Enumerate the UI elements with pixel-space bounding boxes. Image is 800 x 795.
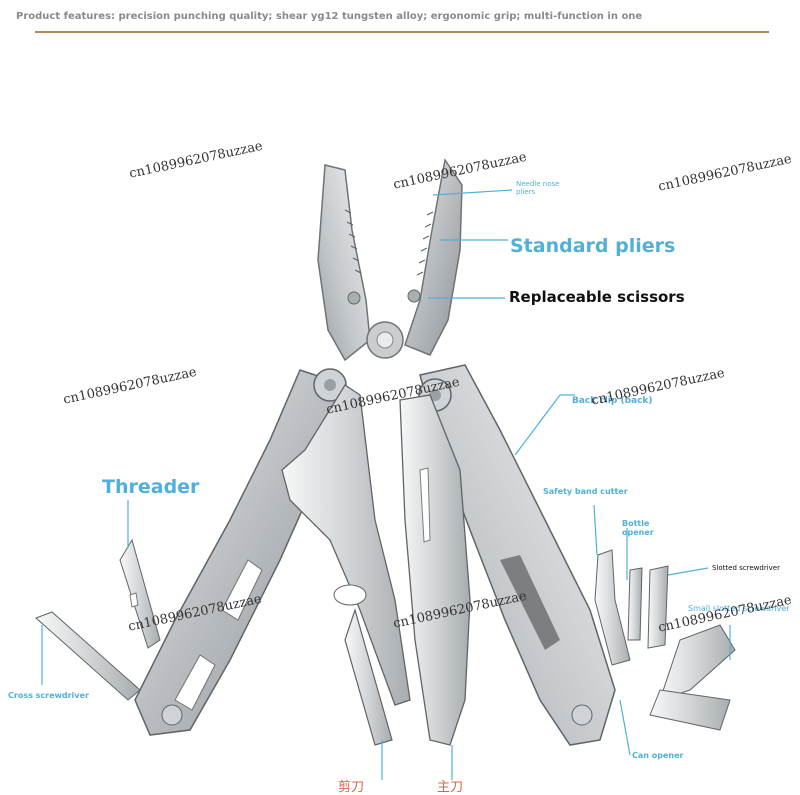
side-tools-right	[594, 549, 736, 731]
label-small-slotted-screwdriver: Small slotted screwdriver	[688, 604, 790, 613]
left-handle	[134, 368, 347, 736]
label-threader: Threader	[102, 476, 200, 498]
right-jaw	[404, 158, 463, 356]
left-jaw	[317, 164, 371, 362]
label-standard-pliers: Standard pliers	[510, 235, 676, 257]
label-can-opener: Can opener	[632, 751, 684, 760]
leader-lines	[41, 189, 731, 780]
label-safety-band-cutter: Safety band cutter	[543, 487, 628, 496]
header-divider	[35, 31, 769, 33]
scissors-tool	[281, 384, 411, 746]
pliers-jaws	[317, 158, 463, 362]
threader-tool	[119, 538, 161, 649]
label-cross-screwdriver: Cross screwdriver	[8, 691, 89, 700]
label-bottle-opener: Bottle opener	[622, 519, 654, 537]
label-scissors-cn: 剪刀	[338, 780, 365, 795]
label-back-clip: Back clip (back)	[572, 396, 653, 406]
label-replaceable-scissors: Replaceable scissors	[509, 288, 685, 306]
product-features-header: Product features: precision punching qua…	[16, 11, 643, 22]
label-slotted-screwdriver: Slotted screwdriver	[712, 564, 780, 572]
label-main-blade-cn: 主刀	[437, 780, 464, 795]
main-blade	[399, 394, 471, 746]
label-needle-nose-pliers: Needle nose pliers	[516, 180, 560, 196]
cross-screwdriver-tool	[35, 611, 141, 701]
